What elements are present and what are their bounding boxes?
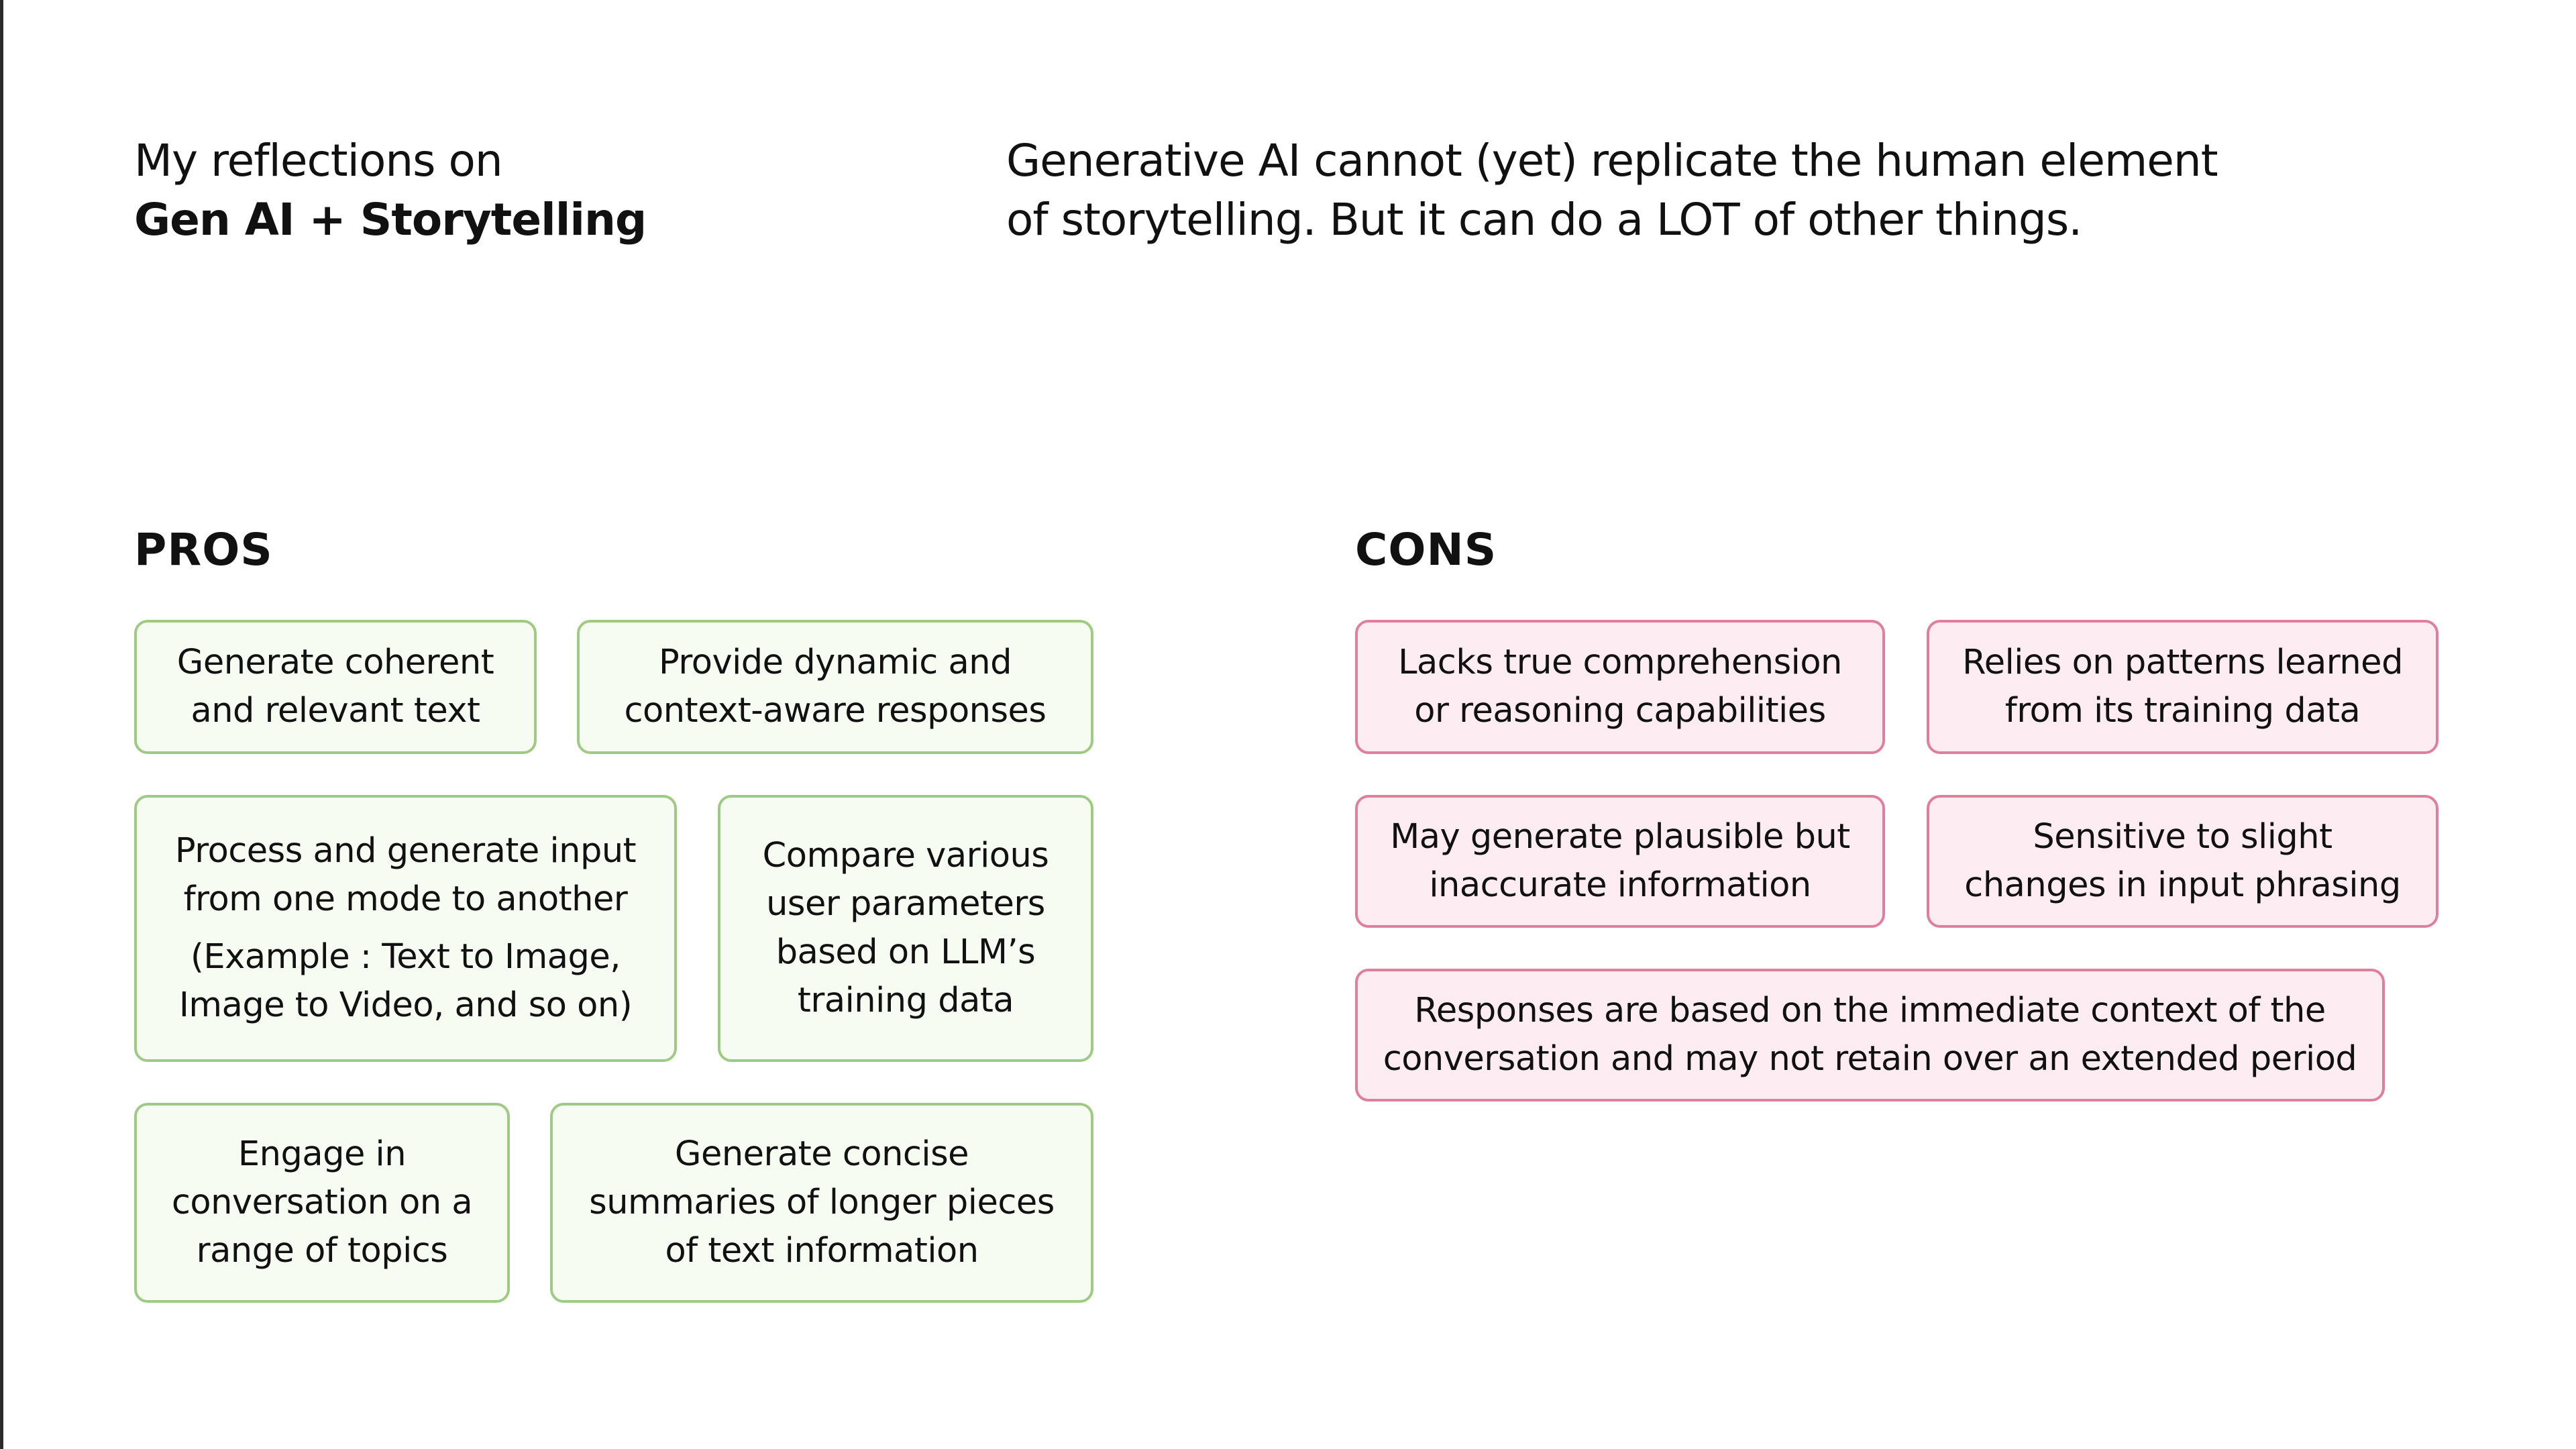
tagline-line: of storytelling. But it can do a LOT of …	[1006, 194, 2082, 246]
con-card-line: Responses are based on the immediate con…	[1414, 991, 2326, 1030]
pro-card-line: Engage in	[237, 1134, 407, 1174]
slide-left-border	[0, 0, 3, 1449]
pro-card-example: (Example : Text to Image,	[191, 937, 621, 977]
con-card-line: Relies on patterns learned	[1962, 643, 2403, 682]
pro-card-line: and relevant text	[191, 691, 480, 731]
pro-card: Generate coherent and relevant text	[134, 620, 537, 754]
con-card: Relies on patterns learned from its trai…	[1927, 620, 2438, 754]
con-card-line: or reasoning capabilities	[1414, 691, 1826, 731]
pro-card: Generate concise summaries of longer pie…	[550, 1103, 1093, 1303]
slide-intro: My reflections on Gen AI + Storytelling	[134, 131, 647, 250]
tagline-line: Generative AI cannot (yet) replicate the…	[1006, 135, 2218, 186]
con-card-line: Sensitive to slight	[2033, 817, 2332, 857]
con-card-line: Lacks true comprehension	[1398, 643, 1842, 682]
pro-card-line: based on LLM’s	[775, 932, 1036, 972]
pro-card-line: from one mode to another	[183, 879, 628, 919]
pro-card-line: Generate concise	[674, 1134, 969, 1174]
con-card: May generate plausible but inaccurate in…	[1355, 795, 1885, 928]
pro-card-line: Provide dynamic and	[659, 643, 1012, 682]
pro-card: Process and generate input from one mode…	[134, 795, 677, 1062]
pro-card-line: Generate coherent	[176, 643, 494, 682]
pro-card-line: Process and generate input	[174, 831, 637, 871]
con-card: Lacks true comprehension or reasoning ca…	[1355, 620, 1885, 754]
con-card-line: conversation and may not retain over an …	[1383, 1039, 2357, 1079]
pro-card-line: user parameters	[766, 884, 1045, 924]
con-card-line: May generate plausible but	[1390, 817, 1850, 857]
con-card: Responses are based on the immediate con…	[1355, 969, 2385, 1102]
con-card-line: changes in input phrasing	[1964, 865, 2401, 905]
pro-card-line: summaries of longer pieces	[589, 1183, 1055, 1222]
pro-card: Engage in conversation on a range of top…	[134, 1103, 510, 1303]
pro-card-line: range of topics	[196, 1231, 448, 1271]
intro-line: My reflections on	[134, 135, 503, 186]
pro-card: Compare various user parameters based on…	[718, 795, 1093, 1062]
con-card-line: inaccurate information	[1429, 865, 1811, 905]
intro-title: Gen AI + Storytelling	[134, 194, 647, 246]
pro-card-line: Compare various	[762, 836, 1049, 875]
pro-card-example: Image to Video, and so on)	[178, 985, 633, 1025]
con-card: Sensitive to slight changes in input phr…	[1927, 795, 2438, 928]
pro-card: Provide dynamic and context-aware respon…	[577, 620, 1093, 754]
con-card-line: from its training data	[2004, 691, 2361, 731]
pro-card-line: conversation on a	[171, 1183, 473, 1222]
pro-card-line: context-aware responses	[624, 691, 1047, 731]
pro-card-line: training data	[797, 981, 1014, 1020]
pros-heading: PROS	[134, 524, 273, 576]
cons-heading: CONS	[1355, 524, 1497, 576]
pro-card-line: of text information	[665, 1231, 979, 1271]
tagline: Generative AI cannot (yet) replicate the…	[1006, 131, 2281, 250]
